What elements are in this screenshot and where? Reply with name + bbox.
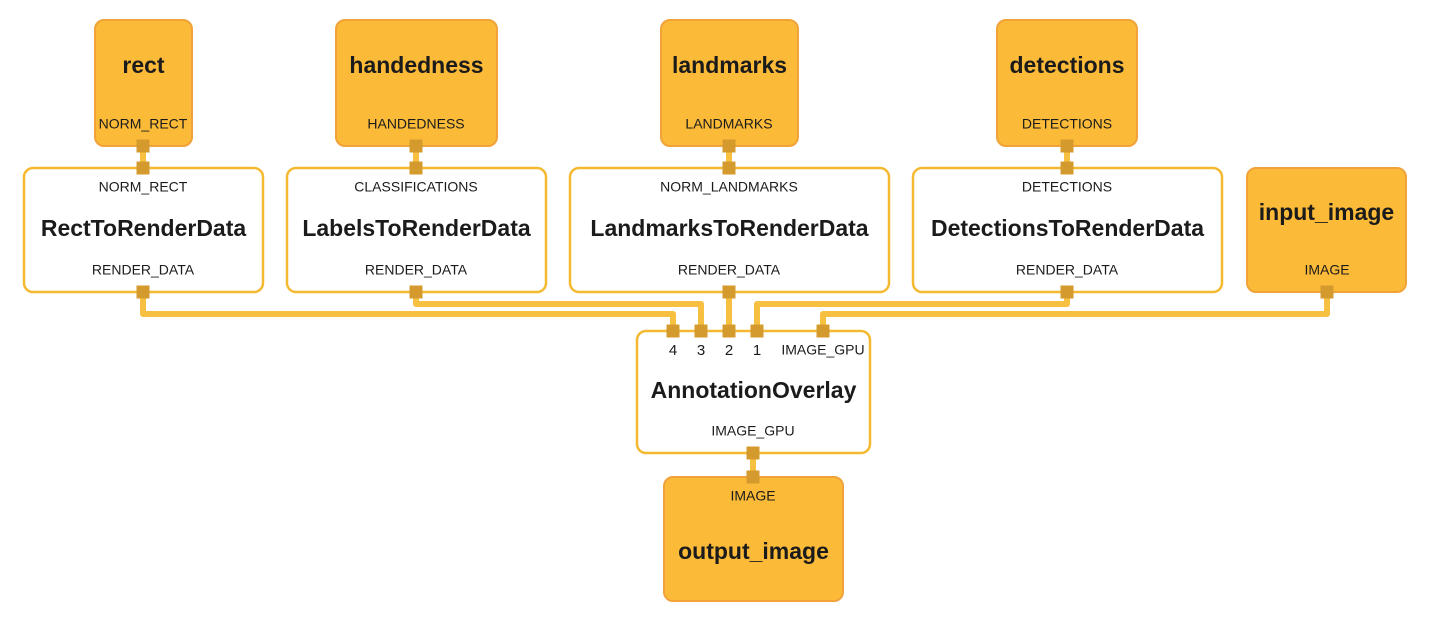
input-port-RectToRenderData-NORM_RECT[interactable] — [136, 161, 150, 175]
node-title-landmarks: landmarks — [672, 52, 787, 78]
node-title-LabelsToRenderData: LabelsToRenderData — [302, 215, 531, 241]
input-port-label-DetectionsToRenderData-DETECTIONS: DETECTIONS — [1022, 179, 1112, 195]
port-layer — [136, 139, 1334, 484]
output-port-detections-DETECTIONS[interactable] — [1060, 139, 1074, 153]
node-title-handedness: handedness — [349, 52, 483, 78]
input-port-AnnotationOverlay-IMAGE_GPU[interactable] — [816, 324, 830, 338]
output-port-label-LandmarksToRenderData-RENDER_DATA: RENDER_DATA — [678, 262, 781, 278]
output-port-label-detections-DETECTIONS: DETECTIONS — [1022, 116, 1112, 132]
output-port-RectToRenderData-RENDER_DATA[interactable] — [136, 285, 150, 299]
output-port-label-handedness-HANDEDNESS: HANDEDNESS — [367, 116, 464, 132]
input-port-label-AnnotationOverlay-4: 4 — [669, 342, 677, 359]
node-title-rect: rect — [122, 52, 165, 78]
node-title-detections: detections — [1009, 52, 1124, 78]
output-port-DetectionsToRenderData-RENDER_DATA[interactable] — [1060, 285, 1074, 299]
node-title-input_image: input_image — [1259, 199, 1394, 225]
output-port-label-AnnotationOverlay-IMAGE_GPU: IMAGE_GPU — [711, 423, 794, 439]
input-port-label-LandmarksToRenderData-NORM_LANDMARKS: NORM_LANDMARKS — [660, 179, 798, 195]
input-port-AnnotationOverlay-3[interactable] — [694, 324, 708, 338]
input-port-AnnotationOverlay-4[interactable] — [666, 324, 680, 338]
output-port-label-LabelsToRenderData-RENDER_DATA: RENDER_DATA — [365, 262, 468, 278]
input-port-output_image-IMAGE[interactable] — [746, 470, 760, 484]
input-port-AnnotationOverlay-2[interactable] — [722, 324, 736, 338]
output-port-rect-NORM_RECT[interactable] — [136, 139, 150, 153]
edge-inputimage-to-overlay-imagegpu — [820, 292, 1330, 331]
input-port-label-AnnotationOverlay-IMAGE_GPU: IMAGE_GPU — [781, 342, 864, 358]
output-port-LabelsToRenderData-RENDER_DATA[interactable] — [409, 285, 423, 299]
input-port-LabelsToRenderData-CLASSIFICATIONS[interactable] — [409, 161, 423, 175]
node-title-AnnotationOverlay: AnnotationOverlay — [651, 377, 857, 403]
node-title-LandmarksToRenderData: LandmarksToRenderData — [590, 215, 868, 241]
input-port-DetectionsToRenderData-DETECTIONS[interactable] — [1060, 161, 1074, 175]
input-port-label-output_image-IMAGE: IMAGE — [730, 488, 775, 504]
node-title-output_image: output_image — [678, 538, 829, 564]
output-port-handedness-HANDEDNESS[interactable] — [409, 139, 423, 153]
input-port-AnnotationOverlay-1[interactable] — [750, 324, 764, 338]
output-port-label-RectToRenderData-RENDER_DATA: RENDER_DATA — [92, 262, 195, 278]
node-LandmarksToRenderData[interactable]: LandmarksToRenderData NORM_LANDMARKS RENDE… — [568, 166, 891, 294]
output-port-label-DetectionsToRenderData-RENDER_DATA: RENDER_DATA — [1016, 262, 1119, 278]
edge-recttorenderdata-to-overlay-4 — [140, 292, 676, 331]
input-port-label-AnnotationOverlay-2: 2 — [725, 342, 733, 359]
output-port-label-landmarks-LANDMARKS: LANDMARKS — [685, 116, 772, 132]
output-port-label-rect-NORM_RECT: NORM_RECT — [99, 116, 188, 132]
node-LabelsToRenderData[interactable]: LabelsToRenderData CLASSIFICATIONS RENDER_… — [285, 166, 548, 294]
node-title-RectToRenderData: RectToRenderData — [41, 215, 247, 241]
input-port-LandmarksToRenderData-NORM_LANDMARKS[interactable] — [722, 161, 736, 175]
input-port-label-RectToRenderData-NORM_RECT: NORM_RECT — [99, 179, 188, 195]
node-output_image[interactable]: output_image IMAGE — [663, 476, 844, 602]
node-RectToRenderData[interactable]: RectToRenderData NORM_RECT RENDER_DATA — [22, 166, 265, 294]
input-port-label-AnnotationOverlay-3: 3 — [697, 342, 705, 359]
node-title-DetectionsToRenderData: DetectionsToRenderData — [931, 215, 1204, 241]
input-port-label-AnnotationOverlay-1: 1 — [753, 342, 761, 359]
output-port-landmarks-LANDMARKS[interactable] — [722, 139, 736, 153]
node-DetectionsToRenderData[interactable]: DetectionsToRenderData DETECTIONS RENDER_D… — [911, 166, 1224, 294]
output-port-label-input_image-IMAGE: IMAGE — [1304, 262, 1349, 278]
output-port-input_image-IMAGE[interactable] — [1320, 285, 1334, 299]
output-port-AnnotationOverlay-IMAGE_GPU[interactable] — [746, 446, 760, 460]
output-port-LandmarksToRenderData-RENDER_DATA[interactable] — [722, 285, 736, 299]
input-port-label-LabelsToRenderData-CLASSIFICATIONS: CLASSIFICATIONS — [354, 179, 477, 195]
